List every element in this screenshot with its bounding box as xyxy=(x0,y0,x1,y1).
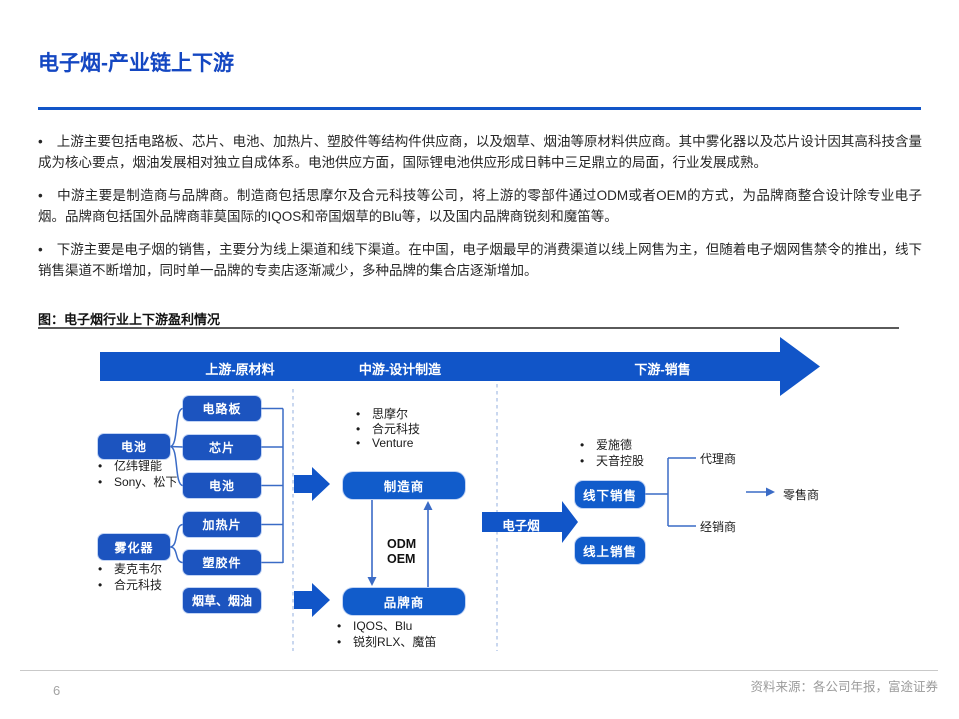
source-note: 资料来源：各公司年报，富途证券 xyxy=(750,680,938,694)
odm-oem-label: ODM OEM xyxy=(387,537,416,567)
odm-text: ODM xyxy=(387,537,417,551)
bullet-paragraph: •上游主要包括电路板、芯片、电池、加热片、塑胶件等结构件供应商，以及烟草、烟油等… xyxy=(38,131,922,173)
company-name: Venture xyxy=(372,436,414,450)
list-item: • 爱施德 xyxy=(580,438,644,454)
node-circuit-board: 电路板 xyxy=(183,396,261,421)
supplier-name: Sony、松下 xyxy=(114,475,178,489)
list-item: • 锐刻RLX、魔笛 xyxy=(337,635,436,651)
list-item: • 天音控股 xyxy=(580,454,644,470)
list-item: • 合元科技 xyxy=(356,422,420,437)
company-name: IQOS、Blu xyxy=(353,619,413,633)
figure-caption: 图：电子烟行业上下游盈利情况 xyxy=(38,312,221,327)
page-number: 6 xyxy=(53,683,61,698)
node-manufacturer: 制造商 xyxy=(343,472,465,499)
supplier-name: 麦克韦尔 xyxy=(114,562,163,576)
bullet-marker: • xyxy=(98,562,103,576)
oem-text: OEM xyxy=(387,552,416,566)
bullet-marker: • xyxy=(98,578,103,592)
company-name: 合元科技 xyxy=(372,421,421,436)
retailer-label: 零售商 xyxy=(783,488,820,502)
node-atomizer: 雾化器 xyxy=(98,534,170,560)
footer-divider xyxy=(20,670,938,671)
node-offline-sales: 线下销售 xyxy=(575,481,645,508)
paragraph-text: 中游主要是制造商与品牌商。制造商包括思摩尔及合元科技等公司，将上游的零部件通过O… xyxy=(38,188,922,224)
paragraph-text: 下游主要是电子烟的销售，主要分为线上渠道和线下渠道。在中国，电子烟最早的消费渠道… xyxy=(38,242,922,278)
node-brand: 品牌商 xyxy=(343,588,465,615)
company-name: 思摩尔 xyxy=(372,407,409,421)
node-online-sales: 线上销售 xyxy=(575,537,645,564)
component-collector-connector xyxy=(261,407,284,564)
list-item: • 麦克韦尔 xyxy=(98,561,162,577)
page-title: 电子烟-产业链上下游 xyxy=(38,52,234,75)
retailer-arrow xyxy=(746,487,775,497)
bullet-marker: • xyxy=(337,634,342,649)
dealer-label: 经销商 xyxy=(700,520,737,534)
bullet-marker: • xyxy=(337,619,342,633)
list-item: • Sony、松下 xyxy=(98,474,177,490)
manufacturer-company-list: • 思摩尔 • 合元科技 • Venture xyxy=(356,407,420,451)
list-item: • Venture xyxy=(356,436,420,451)
node-heating-sheet: 加热片 xyxy=(183,512,261,537)
body-text: •上游主要包括电路板、芯片、电池、加热片、塑胶件等结构件供应商，以及烟草、烟油等… xyxy=(38,131,922,293)
supplier-name: 亿纬锂能 xyxy=(114,459,163,473)
bullet-marker: • xyxy=(38,242,43,257)
supplier-name: 合元科技 xyxy=(114,578,163,592)
bullet-marker: • xyxy=(38,188,43,203)
bullet-paragraph: •中游主要是制造商与品牌商。制造商包括思摩尔及合元科技等公司，将上游的零部件通过… xyxy=(38,185,922,227)
atomizer-brace-connector xyxy=(169,523,184,564)
list-item: • IQOS、Blu xyxy=(337,619,436,635)
company-name: 锐刻RLX、魔笛 xyxy=(353,634,437,649)
bullet-marker: • xyxy=(38,134,43,149)
bullet-paragraph: •下游主要是电子烟的销售，主要分为线上渠道和线下渠道。在中国，电子烟最早的消费渠… xyxy=(38,239,922,281)
chevron-arrow-manufacturer xyxy=(294,467,330,501)
list-item: • 合元科技 xyxy=(98,577,162,593)
stage-label-downstream: 下游-销售 xyxy=(634,362,691,377)
figure-caption-divider xyxy=(38,327,899,329)
list-item: • 思摩尔 xyxy=(356,407,420,422)
agent-label: 代理商 xyxy=(700,452,737,466)
list-item: • 亿纬锂能 xyxy=(98,458,177,474)
title-divider xyxy=(38,107,921,110)
company-name: 爱施德 xyxy=(596,438,633,452)
bullet-marker: • xyxy=(356,421,361,436)
company-name: 天音控股 xyxy=(596,453,645,468)
paragraph-text: 上游主要包括电路板、芯片、电池、加热片、塑胶件等结构件供应商，以及烟草、烟油等原… xyxy=(38,134,922,170)
atomizer-supplier-list: • 麦克韦尔 • 合元科技 xyxy=(98,561,162,593)
bullet-marker: • xyxy=(98,459,103,473)
node-tobacco-eliquid: 烟草、烟油 xyxy=(183,588,261,613)
battery-supplier-list: • 亿纬锂能 • Sony、松下 xyxy=(98,458,177,490)
bullet-marker: • xyxy=(356,436,361,450)
offline-channel-bracket xyxy=(645,457,696,527)
chevron-arrow-brand xyxy=(294,583,330,617)
node-battery-cell: 电池 xyxy=(183,473,261,498)
stage-label-midstream: 中游-设计制造 xyxy=(358,362,442,377)
bullet-marker: • xyxy=(580,453,585,468)
bullet-marker: • xyxy=(98,475,103,489)
stage-label-upstream: 上游-原材料 xyxy=(205,362,275,377)
product-arrow-label: 电子烟 xyxy=(502,518,540,533)
node-plastic-parts: 塑胶件 xyxy=(183,550,261,575)
brand-company-list: • IQOS、Blu • 锐刻RLX、魔笛 xyxy=(337,619,436,650)
bullet-marker: • xyxy=(356,407,361,421)
node-chip: 芯片 xyxy=(183,435,261,460)
bullet-marker: • xyxy=(580,438,585,452)
node-battery: 电池 xyxy=(98,434,170,459)
channel-company-list: • 爱施德 • 天音控股 xyxy=(580,438,644,469)
